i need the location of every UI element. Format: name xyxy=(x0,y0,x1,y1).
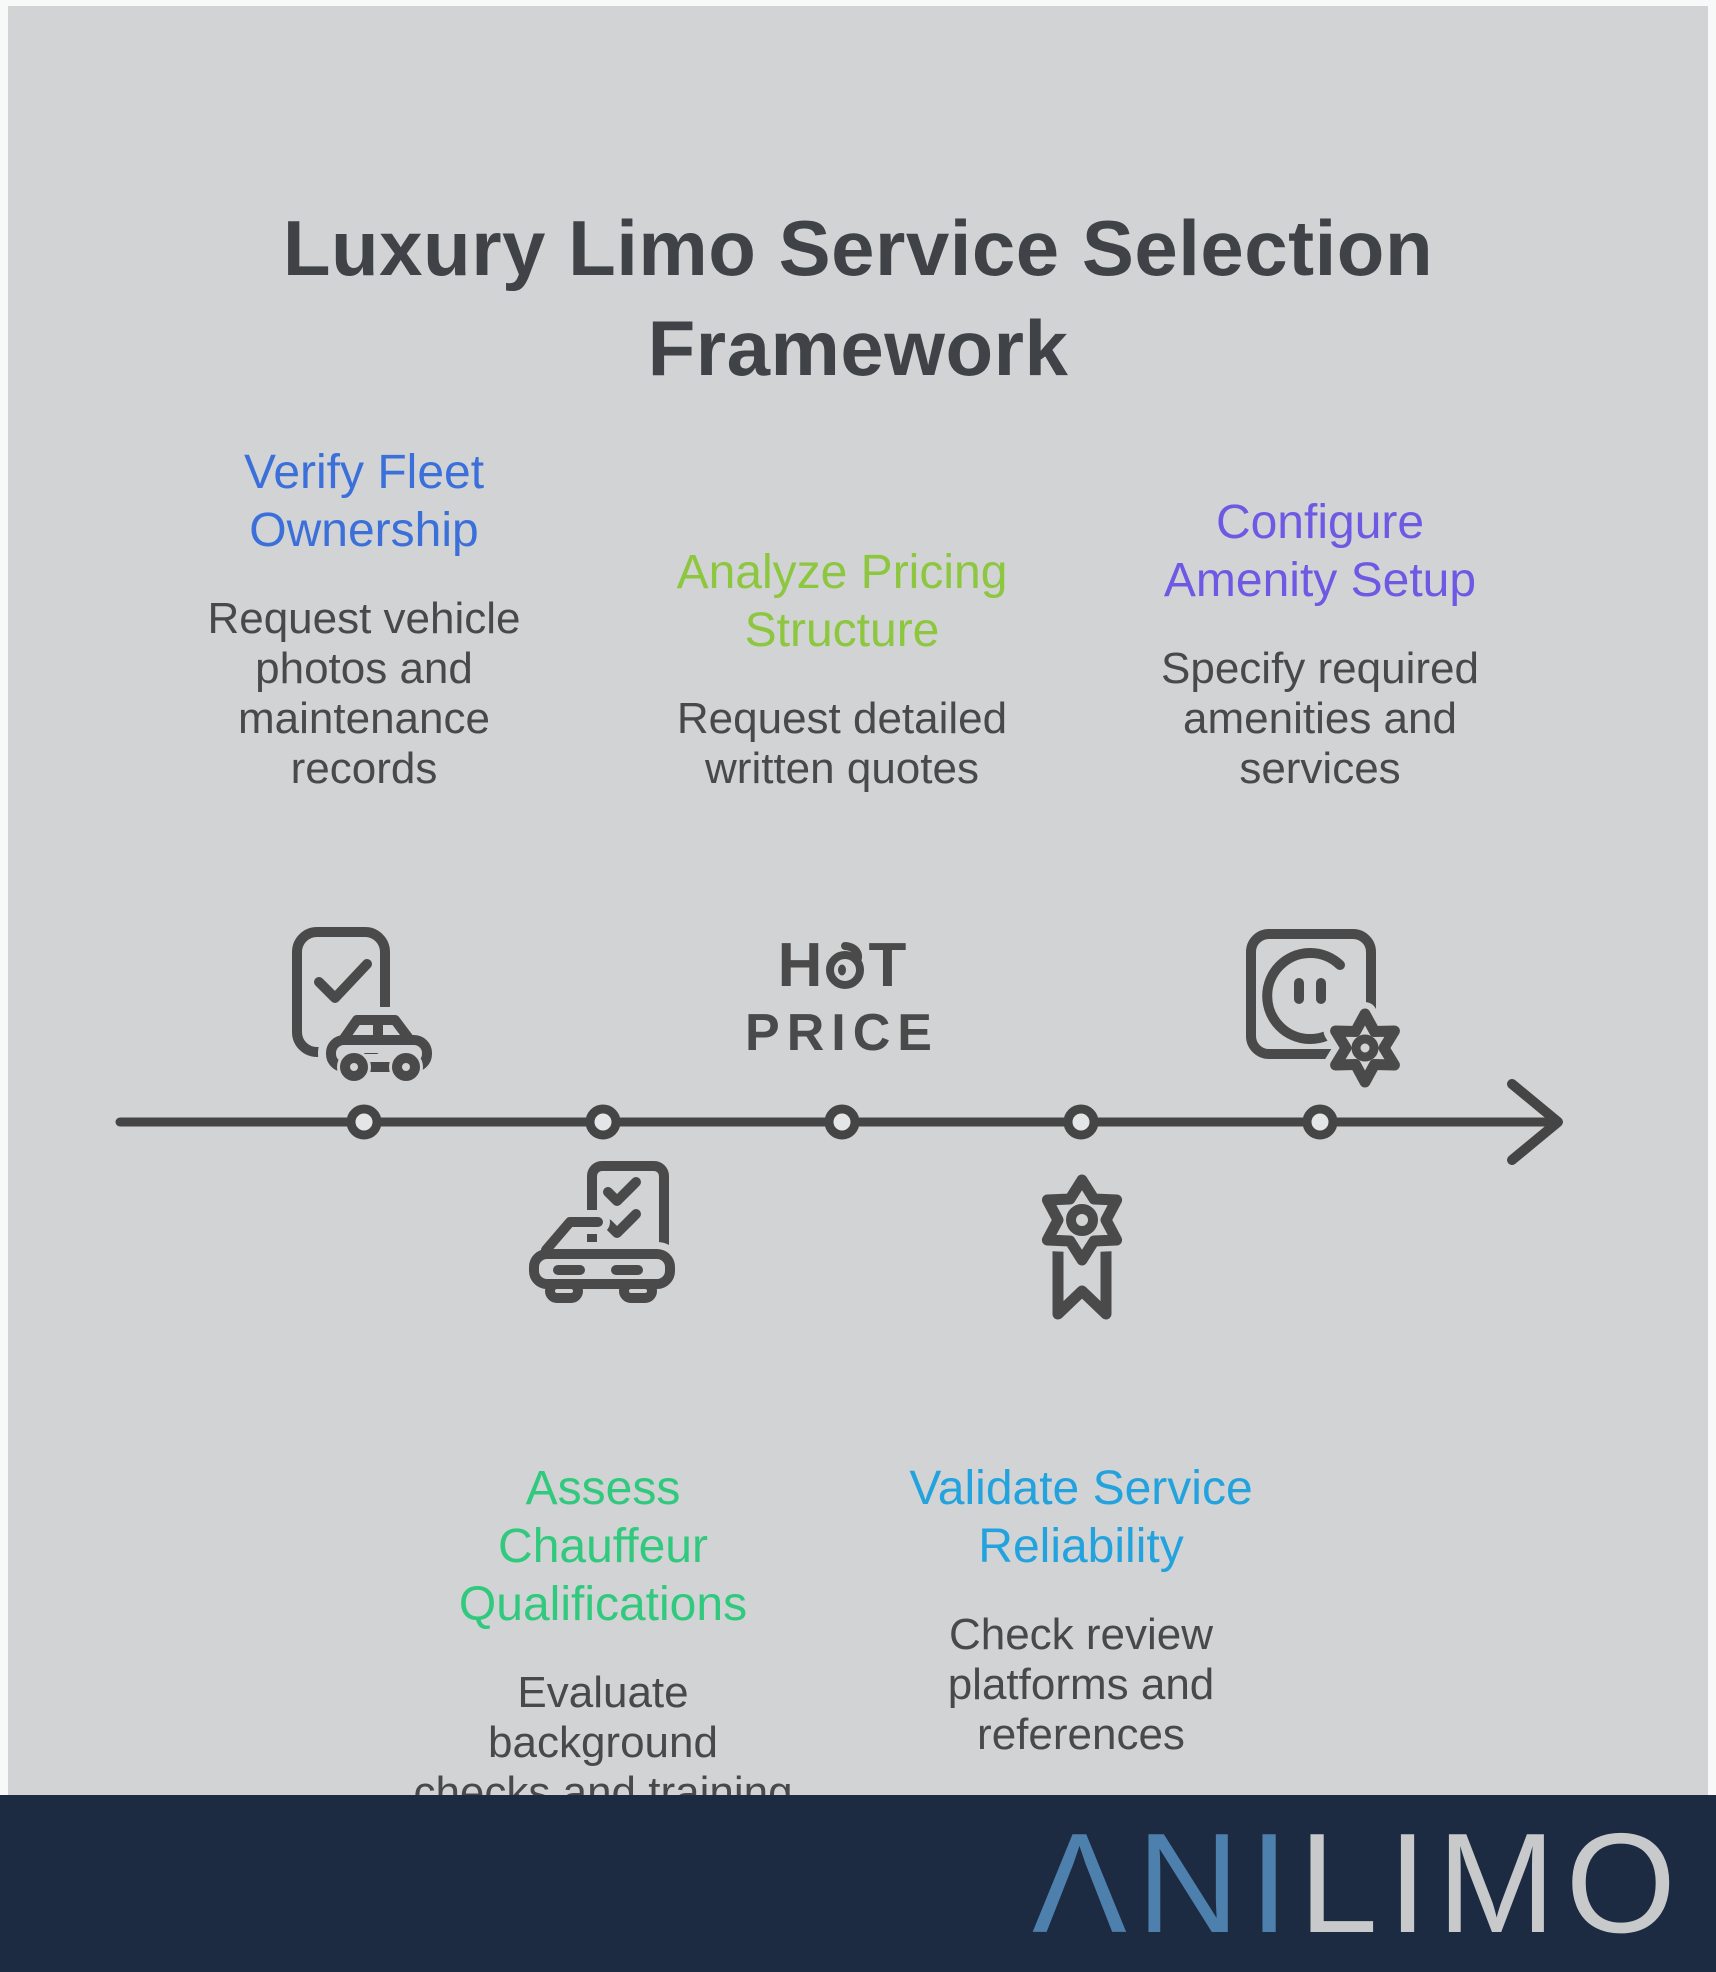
price-word: PRICE xyxy=(745,1004,939,1062)
step-amenity-text: Configure Amenity Setup Specify required… xyxy=(1100,476,1540,812)
hot-price-icon: H T PRICE xyxy=(722,934,962,1062)
step-chauffeur-text: Assess Chauffeur Qualifications Evaluate… xyxy=(383,1442,823,1836)
brand-logo: ΛNILIMO xyxy=(1032,1812,1686,1955)
step-reliability-text: Validate Service Reliability Check revie… xyxy=(861,1442,1301,1778)
step-title: Configure Amenity Setup xyxy=(1163,496,1477,607)
step-verify-fleet-text: Verify Fleet Ownership Request vehicle p… xyxy=(144,426,584,812)
step-title: Assess Chauffeur Qualifications xyxy=(458,1462,748,1631)
timeline-node-4 xyxy=(1063,1104,1099,1140)
vehicle-verification-icon xyxy=(287,926,437,1088)
step-description: Specify required amenities and services xyxy=(1161,644,1479,793)
hot-word: H T xyxy=(722,934,962,998)
hot-letter-t: T xyxy=(868,931,907,1000)
chauffeur-car-checklist-icon xyxy=(520,1160,685,1315)
award-ribbon-icon xyxy=(1000,1164,1164,1329)
timeline-node-5 xyxy=(1302,1104,1338,1140)
timeline-node-2 xyxy=(585,1104,621,1140)
page-title: Luxury Limo Service Selection Framework xyxy=(282,204,1434,392)
outlet-gear-icon xyxy=(1243,926,1413,1091)
background-panel xyxy=(8,6,1708,1795)
step-title: Validate Service Reliability xyxy=(909,1462,1253,1573)
step-title: Verify Fleet Ownership xyxy=(243,446,485,557)
timeline-node-1 xyxy=(346,1104,382,1140)
step-pricing-text: Analyze Pricing Structure Request detail… xyxy=(622,526,1062,812)
timeline-node-3 xyxy=(824,1104,860,1140)
arrowhead-icon xyxy=(1507,1079,1563,1165)
step-description: Request detailed written quotes xyxy=(676,694,1008,793)
step-description: Request vehicle photos and maintenance r… xyxy=(207,594,521,793)
footer-bar: ΛNILIMO xyxy=(0,1795,1716,1972)
hot-letter-h: H xyxy=(777,931,823,1000)
brand-logo-accent: ΛNI xyxy=(1031,1803,1299,1963)
step-title: Analyze Pricing Structure xyxy=(676,546,1008,657)
brand-logo-rest: LIMO xyxy=(1298,1803,1686,1963)
step-description: Check review platforms and references xyxy=(947,1610,1215,1759)
timeline-arrow xyxy=(115,1079,1563,1165)
flame-o-icon xyxy=(826,942,865,989)
